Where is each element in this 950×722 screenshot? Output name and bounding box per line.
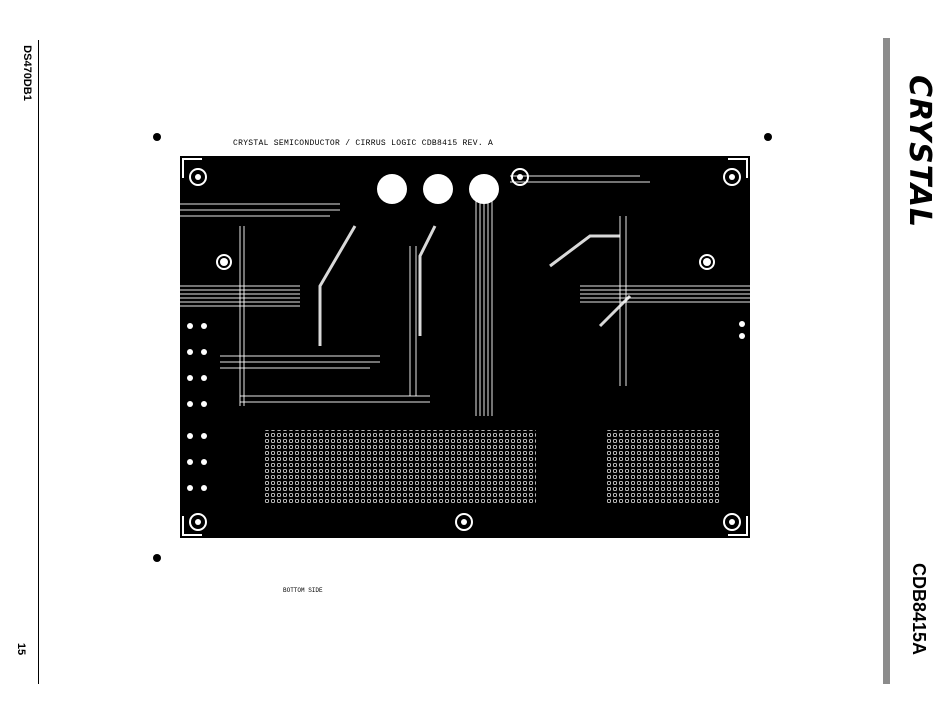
board-title: CRYSTAL SEMICONDUCTOR / CIRRUS LOGIC CDB…: [233, 139, 493, 148]
side-label: BOTTOM SIDE: [283, 587, 323, 594]
product-name: CDB8415A: [907, 549, 929, 669]
registration-mark-top-right: [764, 133, 772, 141]
registration-mark-bottom-left: [153, 554, 161, 562]
crystal-logo: CRYSTAL: [903, 75, 937, 215]
pcb-bottom-layer-artwork: [180, 156, 750, 538]
right-margin-bar: [883, 38, 890, 684]
page-number: 15: [13, 639, 27, 659]
registration-mark-top-left: [153, 133, 161, 141]
left-margin-rule: [38, 40, 39, 684]
document-id: DS470DB1: [19, 41, 33, 105]
